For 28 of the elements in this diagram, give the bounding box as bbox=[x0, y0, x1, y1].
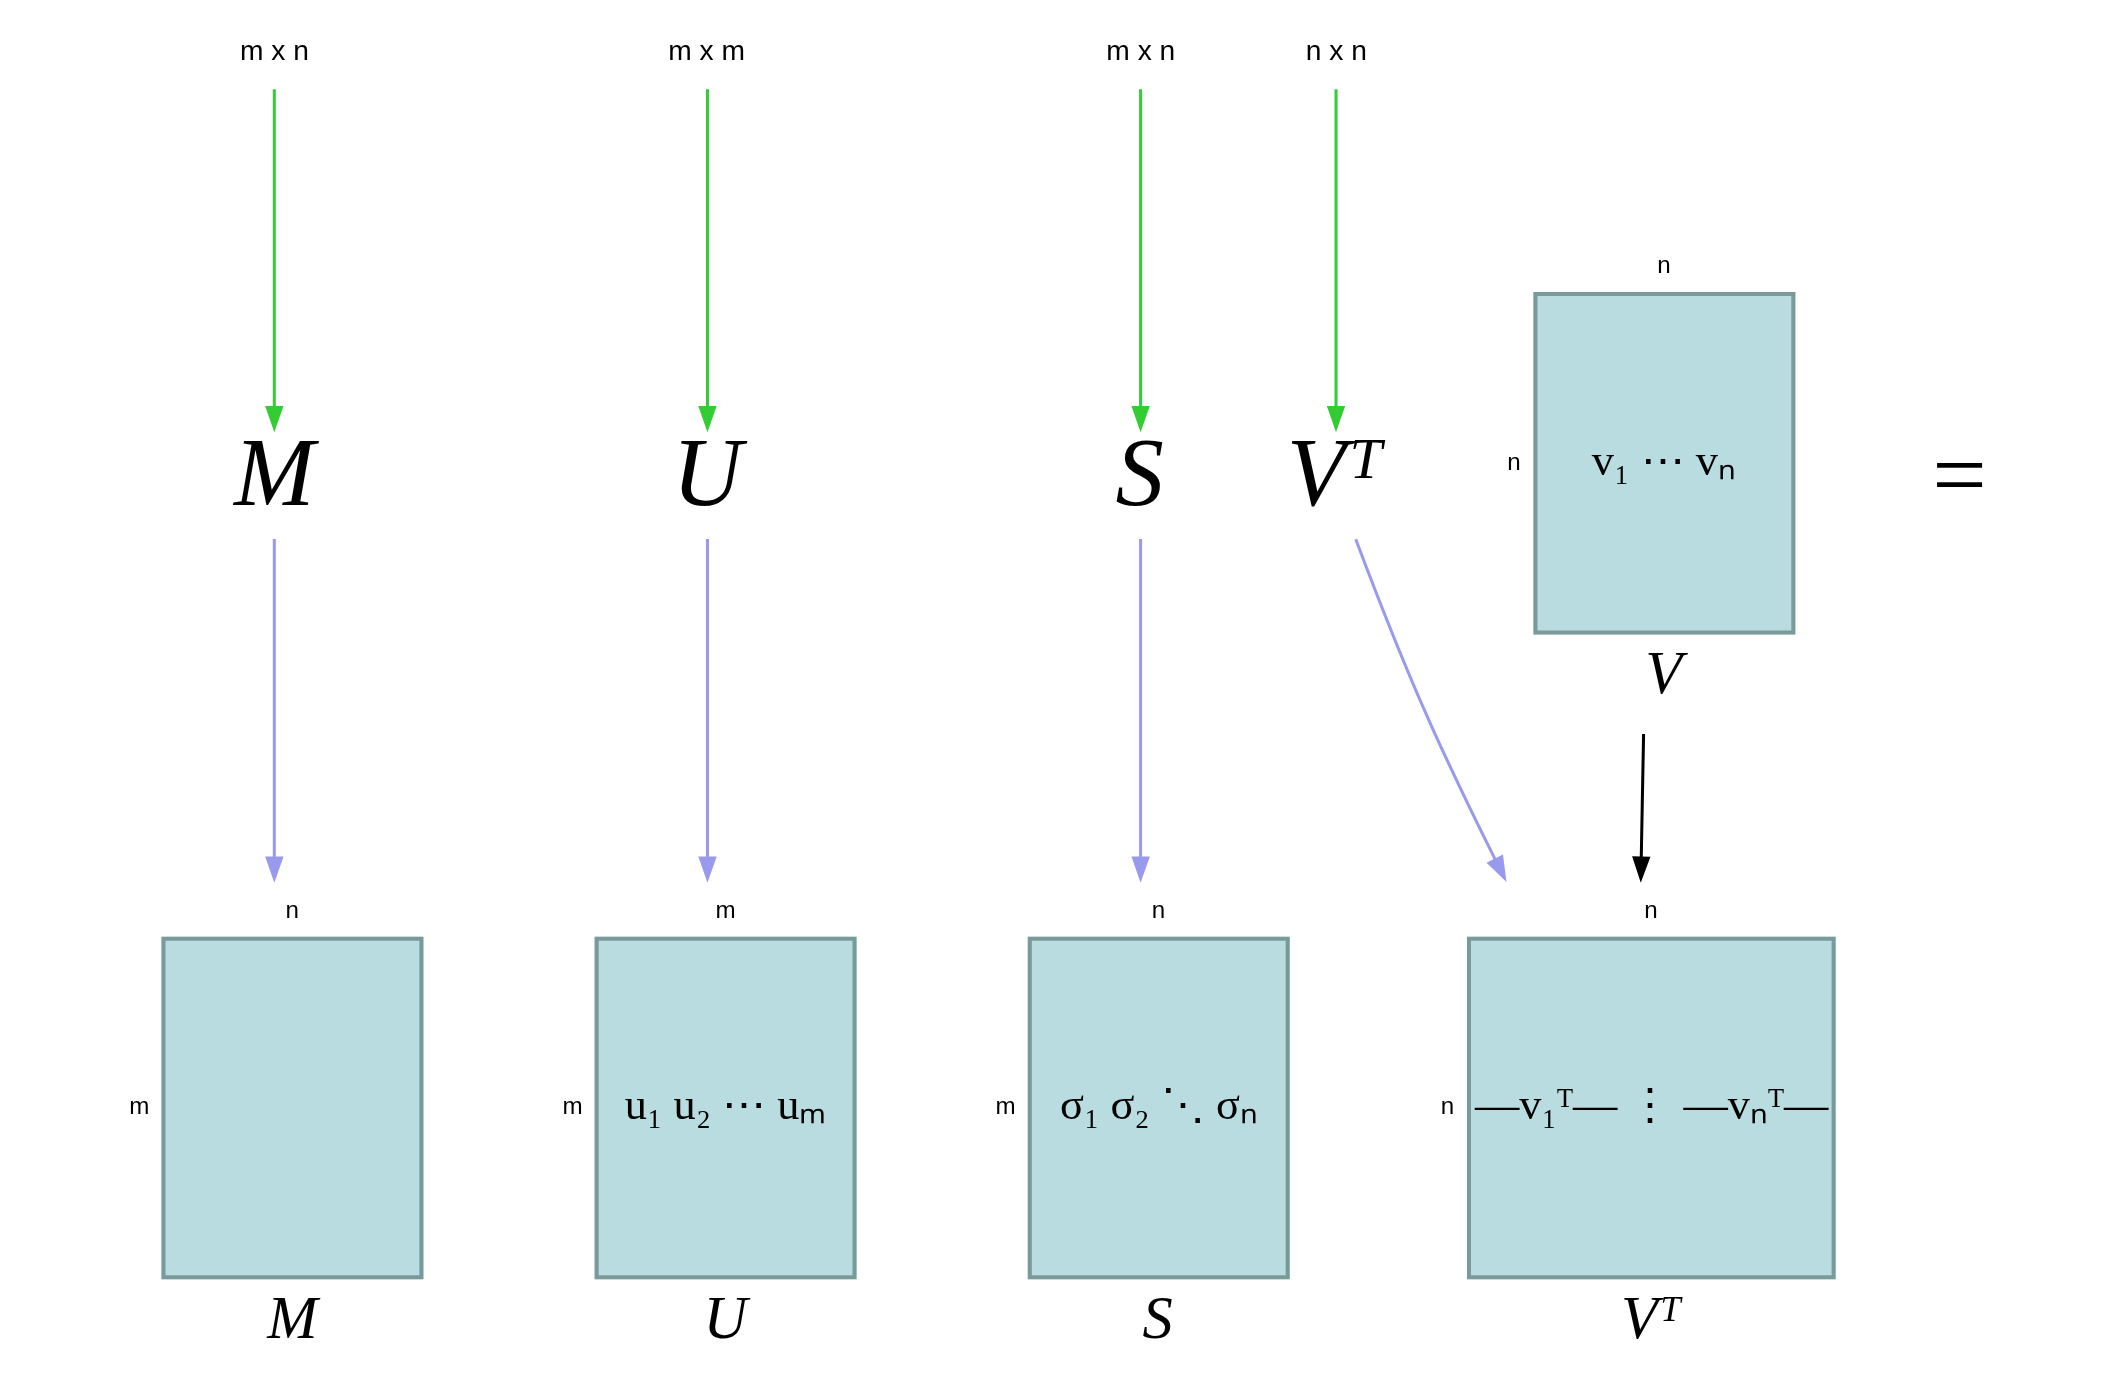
node-label: m bbox=[129, 1092, 150, 1120]
node-text: m x n bbox=[1106, 33, 1176, 66]
node-text: m x m bbox=[668, 33, 745, 66]
node-label: Vᵀ bbox=[1621, 1283, 1682, 1351]
arrow bbox=[1632, 734, 1651, 883]
node-label: m bbox=[995, 1092, 1016, 1120]
arrow bbox=[1131, 89, 1150, 433]
node-text: m x n bbox=[240, 33, 309, 66]
arrow bbox=[265, 89, 284, 433]
node-label: n bbox=[1657, 251, 1671, 279]
arrow bbox=[265, 539, 284, 883]
node-label: m bbox=[562, 1092, 583, 1120]
node-text: n x n bbox=[1305, 33, 1367, 66]
node-text: Vᵀ bbox=[1286, 419, 1384, 527]
label: = bbox=[1932, 421, 1987, 529]
node-label: n bbox=[285, 895, 299, 923]
node-label: n bbox=[1440, 1092, 1455, 1120]
arrow bbox=[698, 89, 717, 433]
node-label: S bbox=[1142, 1283, 1173, 1351]
arrow bbox=[698, 539, 717, 883]
node-label: n bbox=[1151, 895, 1166, 923]
arrow bbox=[1354, 538, 1507, 882]
node-text: S bbox=[1115, 419, 1164, 527]
node-label: m bbox=[715, 895, 736, 923]
arrow bbox=[1131, 539, 1150, 883]
arrow bbox=[1326, 89, 1346, 433]
node-label: n bbox=[1644, 895, 1658, 923]
node-label: n bbox=[1507, 447, 1521, 475]
